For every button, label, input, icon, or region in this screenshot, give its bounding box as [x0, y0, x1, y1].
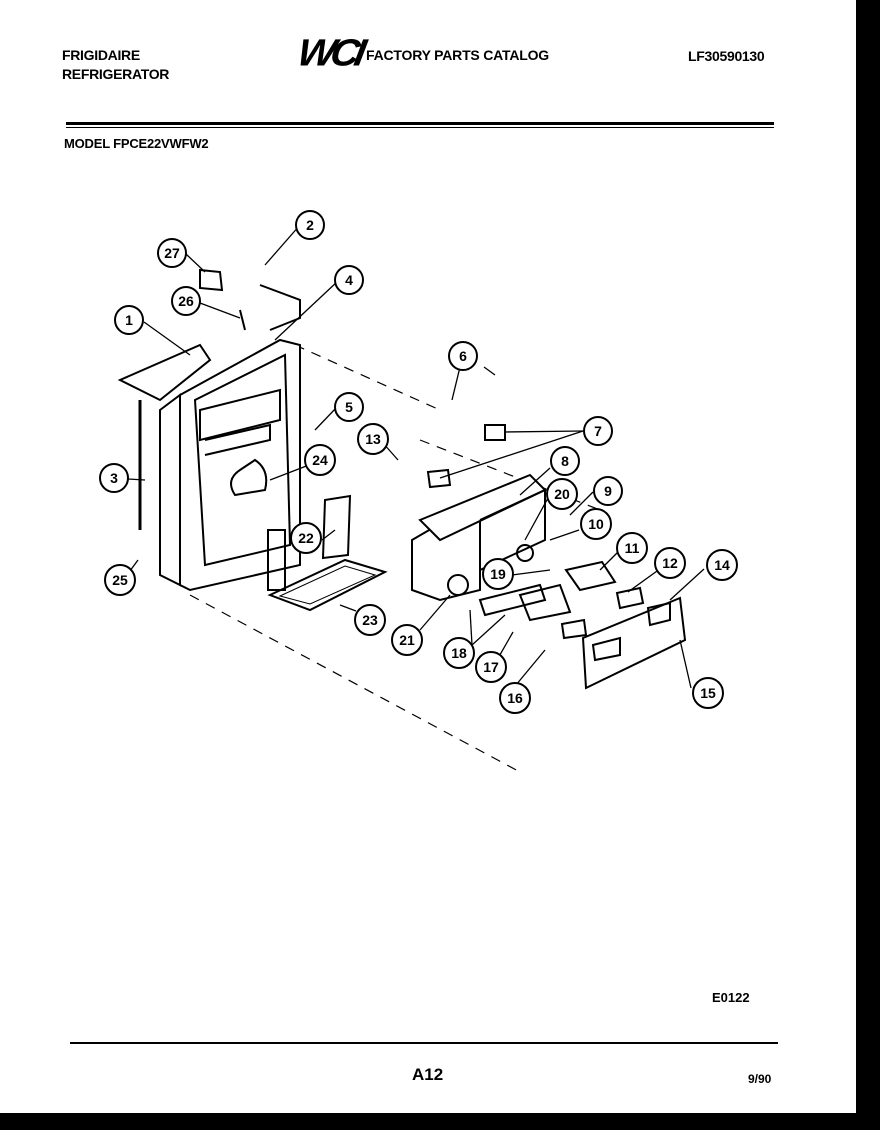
callout-24: 24 — [304, 444, 336, 476]
callout-10: 10 — [580, 508, 612, 540]
svg-text:22: 22 — [298, 530, 314, 546]
catalog-title: FACTORY PARTS CATALOG — [366, 47, 549, 63]
callout-15: 15 — [692, 677, 724, 709]
svg-text:27: 27 — [164, 245, 180, 261]
callout-20: 20 — [546, 478, 578, 510]
svg-text:7: 7 — [594, 423, 602, 439]
revision-date: 9/90 — [748, 1072, 772, 1086]
svg-text:12: 12 — [662, 555, 678, 571]
svg-text:23: 23 — [362, 612, 378, 628]
model-label: MODEL FPCE22VWFW2 — [64, 136, 209, 151]
svg-text:26: 26 — [178, 293, 194, 309]
svg-text:24: 24 — [312, 452, 328, 468]
header-rule — [66, 122, 774, 125]
callout-23: 23 — [354, 604, 386, 636]
svg-text:16: 16 — [507, 690, 523, 706]
callout-13: 13 — [357, 423, 389, 455]
svg-text:18: 18 — [451, 645, 467, 661]
callout-9: 9 — [593, 476, 623, 506]
svg-text:9: 9 — [604, 483, 612, 499]
svg-text:17: 17 — [483, 659, 499, 675]
svg-text:13: 13 — [365, 431, 381, 447]
diagram-code: E0122 — [712, 990, 750, 1005]
svg-text:10: 10 — [588, 516, 604, 532]
callout-1: 1 — [114, 305, 144, 335]
svg-text:25: 25 — [112, 572, 128, 588]
svg-text:5: 5 — [345, 399, 353, 415]
callout-22: 22 — [290, 522, 322, 554]
brand-line-1: FRIGIDAIRE — [62, 47, 140, 63]
callout-18: 18 — [443, 637, 475, 669]
svg-text:21: 21 — [399, 632, 415, 648]
svg-text:11: 11 — [625, 540, 640, 556]
header-rule-thin — [66, 127, 774, 128]
exploded-parts-diagram: 1 2 3 4 5 6 7 8 9 10 11 12 13 14 15 16 1… — [99, 210, 738, 773]
callout-2: 2 — [295, 210, 325, 240]
svg-text:2: 2 — [306, 217, 314, 233]
page-number: A12 — [412, 1065, 444, 1084]
control-assembly — [411, 424, 687, 690]
svg-text:8: 8 — [561, 453, 569, 469]
callout-16: 16 — [499, 682, 531, 714]
callout-26: 26 — [171, 286, 201, 316]
svg-text:6: 6 — [459, 348, 467, 364]
callout-4: 4 — [334, 265, 364, 295]
dispenser-housing — [117, 268, 301, 592]
catalog-page: FRIGIDAIRE REFRIGERATOR WCI FACTORY PART… — [0, 0, 856, 1113]
callout-12: 12 — [654, 547, 686, 579]
callout-6: 6 — [448, 341, 478, 371]
callout-3: 3 — [99, 463, 129, 493]
svg-text:20: 20 — [554, 486, 570, 502]
svg-text:15: 15 — [700, 685, 716, 701]
catalog-code: LF30590130 — [688, 48, 765, 64]
svg-text:1: 1 — [125, 312, 133, 328]
callout-8: 8 — [550, 446, 580, 476]
brand-line-2: REFRIGERATOR — [62, 66, 170, 82]
callout-19: 19 — [482, 558, 514, 590]
callout-11: 11 — [616, 532, 648, 564]
callout-14: 14 — [706, 549, 738, 581]
callout-27: 27 — [157, 238, 187, 268]
svg-text:3: 3 — [110, 470, 118, 486]
callout-17: 17 — [475, 651, 507, 683]
callout-25: 25 — [104, 564, 136, 596]
callout-21: 21 — [391, 624, 423, 656]
callout-7: 7 — [583, 416, 613, 446]
svg-text:14: 14 — [714, 557, 730, 573]
callout-5: 5 — [334, 392, 364, 422]
drip-tray — [267, 494, 388, 612]
svg-text:19: 19 — [490, 566, 506, 582]
svg-text:4: 4 — [345, 272, 353, 288]
footer-rule — [70, 1042, 778, 1044]
